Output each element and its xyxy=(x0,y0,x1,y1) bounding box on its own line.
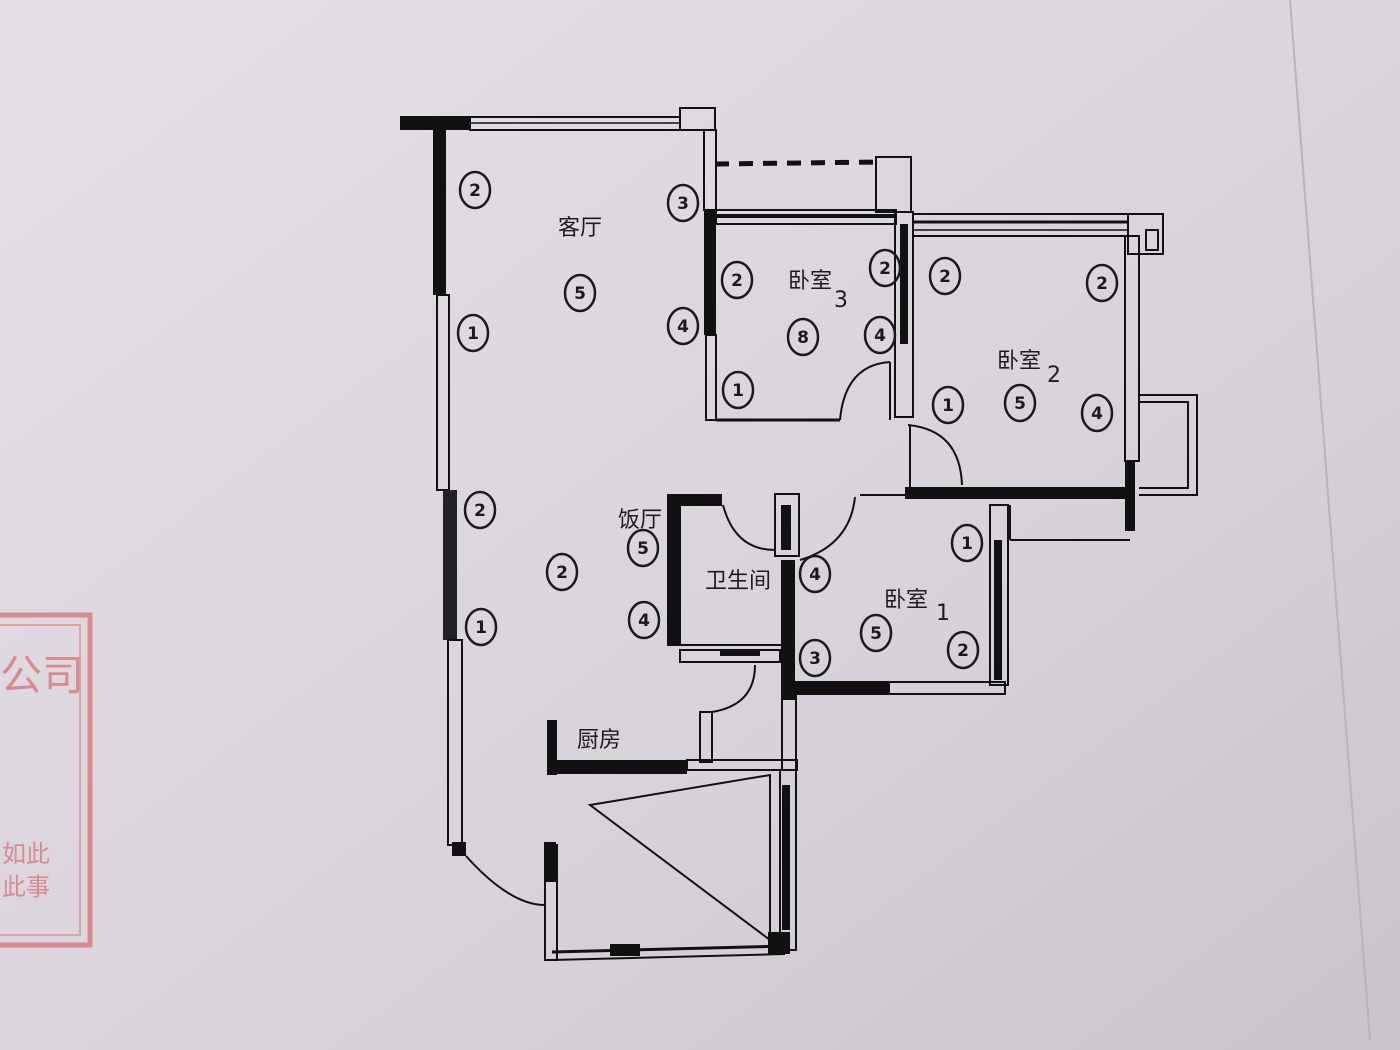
wall-left-mid xyxy=(443,490,457,640)
circled-mark: 5 xyxy=(1003,383,1037,423)
wall-bathroom-left xyxy=(667,494,681,644)
circled-mark: 5 xyxy=(626,528,660,568)
wall-top-left xyxy=(400,116,470,130)
mark-number: 2 xyxy=(474,501,486,521)
mark-number: 2 xyxy=(879,259,891,279)
mark-number: 2 xyxy=(939,267,951,287)
circled-mark: 4 xyxy=(863,315,897,355)
stamp-line3: 此事 xyxy=(2,873,50,901)
stamp-text: 公司 xyxy=(0,651,84,700)
label-bedroom3: 卧室 xyxy=(788,269,832,294)
diagonal-fixture xyxy=(587,773,771,942)
door-bedroom2 xyxy=(907,424,963,486)
circled-mark: 2 xyxy=(868,248,902,288)
mark-number: 3 xyxy=(809,649,821,669)
circled-mark: 3 xyxy=(666,183,700,223)
window-bedroom1 xyxy=(989,504,1009,686)
mark-number: 1 xyxy=(732,381,744,401)
mark-number: 1 xyxy=(475,618,487,638)
paper-edge xyxy=(1289,0,1371,1041)
wall-bedroom3-left xyxy=(704,210,716,335)
label-bedroom1: 卧室 xyxy=(884,588,928,613)
mark-number: 2 xyxy=(469,181,481,201)
walls xyxy=(400,107,1198,961)
label-bedroom3-num: 3 xyxy=(834,288,848,313)
door-kitchen xyxy=(711,664,756,713)
mark-number: 1 xyxy=(961,534,973,554)
label-living: 客厅 xyxy=(558,216,602,241)
circled-mark: 2 xyxy=(946,630,980,670)
label-bathroom: 卫生间 xyxy=(705,569,771,594)
circled-mark: 5 xyxy=(563,273,597,313)
circled-mark: 1 xyxy=(464,607,498,647)
circled-mark: 4 xyxy=(666,306,700,346)
mark-number: 5 xyxy=(637,539,649,559)
mark-number: 2 xyxy=(957,641,969,661)
mark-number: 2 xyxy=(556,563,568,583)
mark-number: 4 xyxy=(1091,404,1103,424)
label-bedroom2-num: 2 xyxy=(1047,363,1061,388)
mark-number: 5 xyxy=(574,284,586,304)
label-bedroom1-num: 1 xyxy=(936,601,950,626)
circled-mark: 2 xyxy=(720,260,754,300)
circled-mark: 1 xyxy=(931,385,965,425)
mark-number: 2 xyxy=(1096,274,1108,294)
mark-number: 4 xyxy=(677,317,689,337)
circled-mark: 3 xyxy=(798,638,832,678)
balcony-line xyxy=(714,159,881,167)
wall-left-upper xyxy=(433,130,446,295)
mark-number: 4 xyxy=(874,326,886,346)
circled-mark: 4 xyxy=(798,554,832,594)
label-bedroom2: 卧室 xyxy=(997,349,1041,374)
circled-mark: 4 xyxy=(627,600,661,640)
mark-number: 5 xyxy=(1014,394,1026,414)
circled-mark: 2 xyxy=(463,490,497,530)
circled-mark: 1 xyxy=(721,370,755,410)
circled-mark: 4 xyxy=(1080,393,1114,433)
circled-mark: 5 xyxy=(859,613,893,653)
mark-number: 8 xyxy=(797,328,809,348)
wall-kitchen-bottom xyxy=(547,760,687,774)
door-entry xyxy=(465,855,546,906)
mark-number: 1 xyxy=(467,324,479,344)
company-stamp: 公司 如此 此事 xyxy=(0,612,93,948)
circled-mark: 2 xyxy=(928,256,962,296)
door-bathroom xyxy=(722,504,776,551)
stamp-line2: 如此 xyxy=(2,840,50,868)
mark-number: 4 xyxy=(809,565,821,585)
label-kitchen: 厨房 xyxy=(577,728,621,753)
circled-mark: 2 xyxy=(458,170,492,210)
door-bedroom3 xyxy=(839,361,891,421)
mark-number: 4 xyxy=(638,611,650,631)
wall-bedroom2-bottom xyxy=(905,487,1130,499)
label-dining: 饭厅 xyxy=(618,508,662,533)
mark-number: 5 xyxy=(870,624,882,644)
balcony-bedroom2 xyxy=(1139,394,1198,496)
circled-mark: 8 xyxy=(786,317,820,357)
circled-mark: 2 xyxy=(545,552,579,592)
wall-bedroom1-left xyxy=(781,560,795,700)
circled-mark: 1 xyxy=(950,523,984,563)
mark-number: 3 xyxy=(677,194,689,214)
mark-number: 2 xyxy=(731,271,743,291)
circled-mark: 1 xyxy=(456,313,490,353)
mark-number: 1 xyxy=(942,396,954,416)
circled-mark: 2 xyxy=(1085,263,1119,303)
